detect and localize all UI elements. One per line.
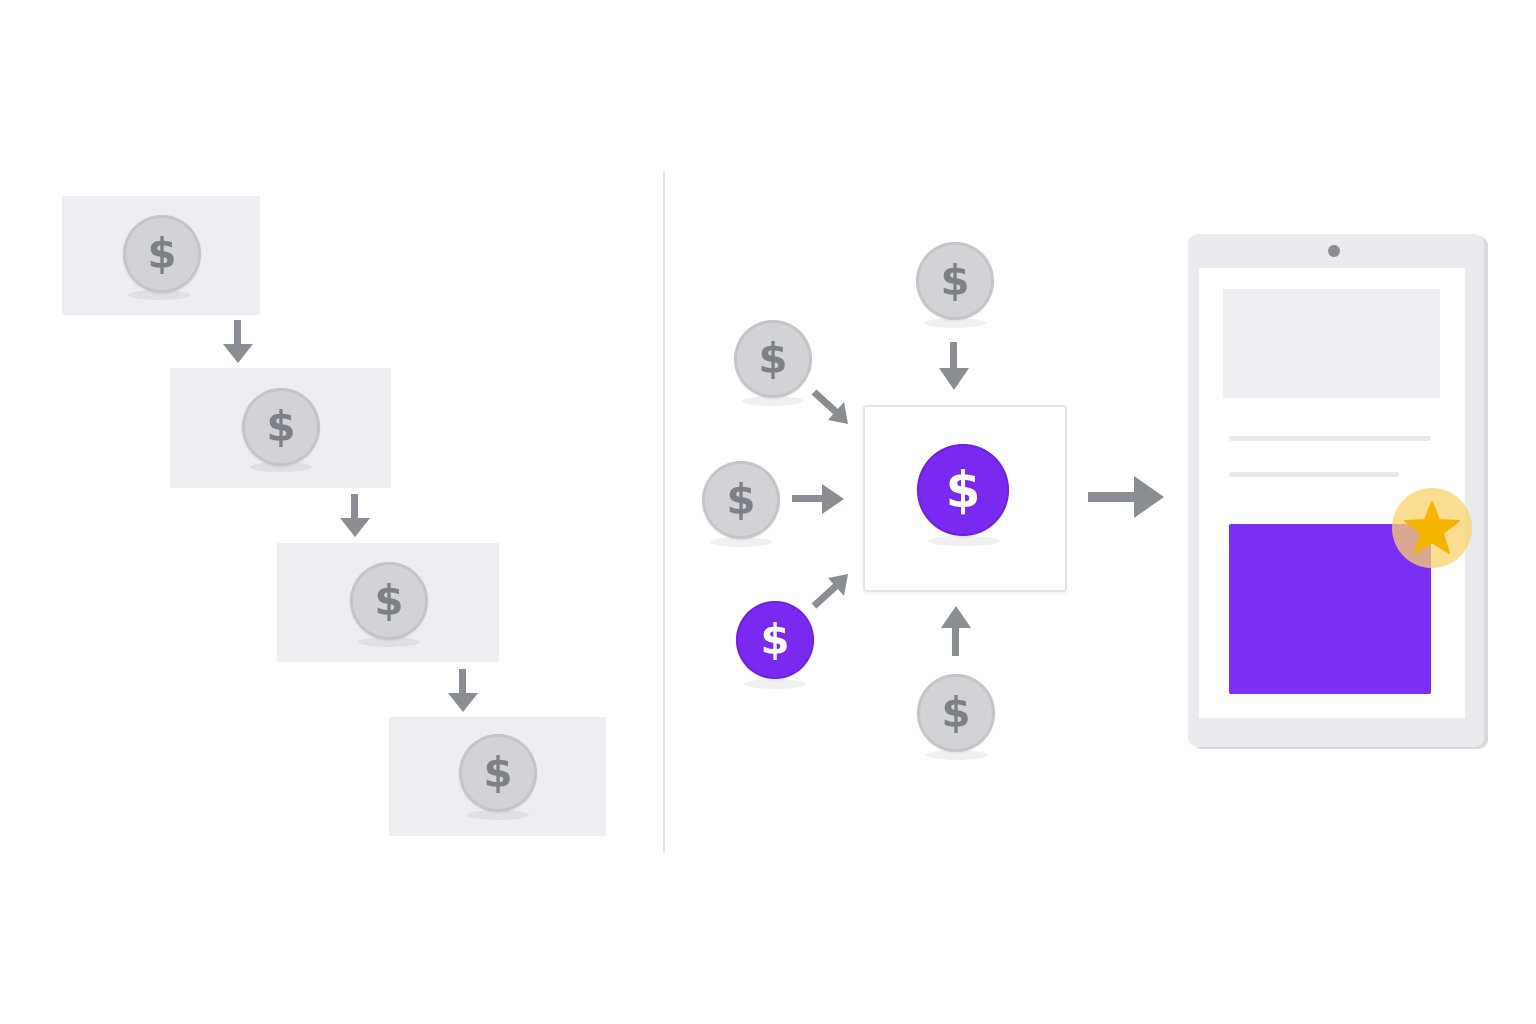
arrow-down-icon <box>223 320 253 363</box>
text-placeholder-line <box>1229 472 1399 477</box>
arrow-down-icon <box>448 669 478 712</box>
dollar-coin-icon: $ <box>734 320 812 398</box>
tablet-camera <box>1328 245 1340 257</box>
arrow-down-icon <box>939 342 969 390</box>
content-placeholder-block <box>1223 289 1440 398</box>
coin-shadow <box>924 318 986 328</box>
dollar-coin-icon: $ <box>736 601 814 679</box>
star-icon <box>1404 501 1460 554</box>
dollar-coin-icon: $ <box>702 461 780 539</box>
arrow-right-icon <box>1088 476 1164 518</box>
dollar-coin-icon: $ <box>917 674 995 752</box>
text-placeholder-line <box>1229 436 1431 441</box>
arrow-down-icon <box>340 494 370 537</box>
coin-shadow <box>928 536 1000 546</box>
arrow-right-icon <box>792 484 844 514</box>
dollar-coin-icon: $ <box>917 444 1009 536</box>
coin-shadow <box>710 537 772 547</box>
coin-shadow <box>467 810 529 820</box>
coin-shadow <box>742 396 804 406</box>
dollar-coin-icon: $ <box>123 215 201 293</box>
section-divider <box>663 172 665 852</box>
arrow-diagonal-down-right-icon <box>811 389 848 424</box>
coin-shadow <box>744 679 806 689</box>
star-badge <box>1392 488 1472 568</box>
arrow-diagonal-up-right-icon <box>811 574 848 609</box>
featured-content-block <box>1229 524 1431 694</box>
dollar-coin-icon: $ <box>916 242 994 320</box>
dollar-coin-icon: $ <box>459 734 537 812</box>
coin-shadow <box>926 750 988 760</box>
coin-shadow <box>250 462 312 472</box>
arrow-up-icon <box>941 606 971 656</box>
coin-shadow <box>358 637 420 647</box>
dollar-coin-icon: $ <box>350 562 428 640</box>
coin-shadow <box>128 290 190 300</box>
dollar-coin-icon: $ <box>242 388 320 466</box>
